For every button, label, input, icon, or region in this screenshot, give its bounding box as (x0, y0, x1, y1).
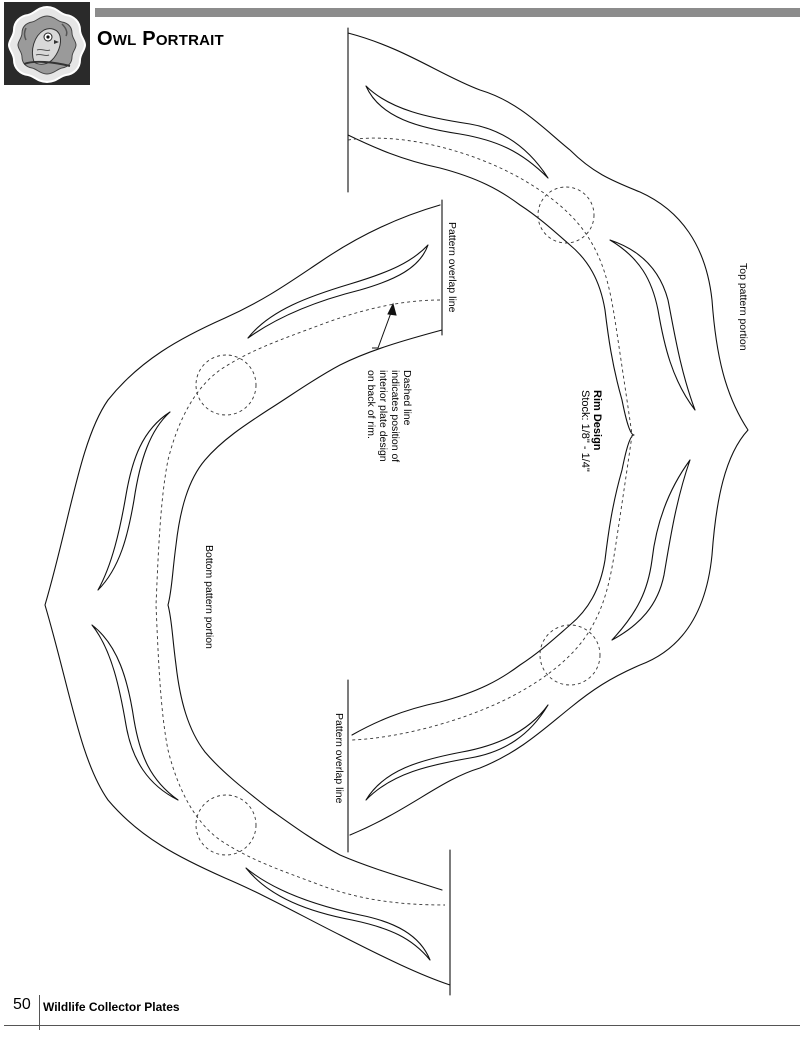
note-leader-line (372, 309, 393, 349)
header-bar (95, 8, 800, 17)
bottom-portion-inner-edge (167, 329, 443, 891)
slot-top-3 (611, 459, 691, 641)
slot-bottom-3 (91, 624, 179, 801)
book-title: Wildlife Collector Plates (43, 1000, 180, 1014)
dashed-note-line-3: interior plate design (377, 370, 389, 462)
title-cap-1: O (97, 28, 113, 50)
top-portion-outer-edge (347, 32, 749, 836)
dashed-circle-2 (539, 624, 601, 686)
bottom-pattern-portion-label: Bottom pattern portion (203, 545, 215, 649)
dashed-note-line-2: indicates position of (389, 370, 401, 463)
footer-divider (39, 995, 40, 1030)
page-number: 50 (13, 996, 31, 1013)
dashed-circle-3 (195, 354, 257, 416)
dashed-note-line-4: on back of rim. (365, 370, 377, 439)
rim-design-title: Rim Design (591, 390, 603, 451)
slot-bottom-4 (245, 867, 431, 961)
dashed-circle-1 (537, 186, 595, 244)
rim-design-stock: Stock: 1/8" - 1/4" (579, 390, 591, 472)
slot-bottom-2 (97, 411, 171, 591)
slot-top-2 (609, 239, 696, 411)
bottom-portion-outer-edge (44, 204, 451, 986)
dashed-line-top (347, 137, 633, 741)
note-leader-arrowhead (387, 302, 397, 316)
logo-box (4, 2, 90, 85)
dashed-note-line-1: Dashed line (401, 370, 413, 426)
owl-medallion-icon (4, 2, 90, 85)
dashed-line-bottom (155, 299, 446, 906)
slot-bottom-1 (247, 244, 429, 339)
rim-design-label: Rim Design Stock: 1/8" - 1/4" (579, 390, 603, 472)
footer-rule (4, 1025, 800, 1026)
dashed-line-note: Dashed line indicates position of interi… (365, 370, 413, 462)
title-rest-1: WL (112, 32, 137, 49)
top-portion-inner-edge (347, 134, 635, 736)
page-title: OWL PORTRAIT (97, 27, 224, 53)
title-cap-2: P (142, 28, 156, 50)
pattern-overlap-label-bottom: Pattern overlap line (333, 713, 345, 804)
title-rest-2: ORTRAIT (155, 32, 224, 49)
slot-top-1 (365, 85, 549, 179)
pattern-overlap-label-top: Pattern overlap line (446, 222, 458, 313)
top-pattern-portion-label: Top pattern portion (737, 263, 749, 351)
dashed-circle-4 (195, 794, 257, 856)
slot-top-4 (365, 704, 549, 801)
